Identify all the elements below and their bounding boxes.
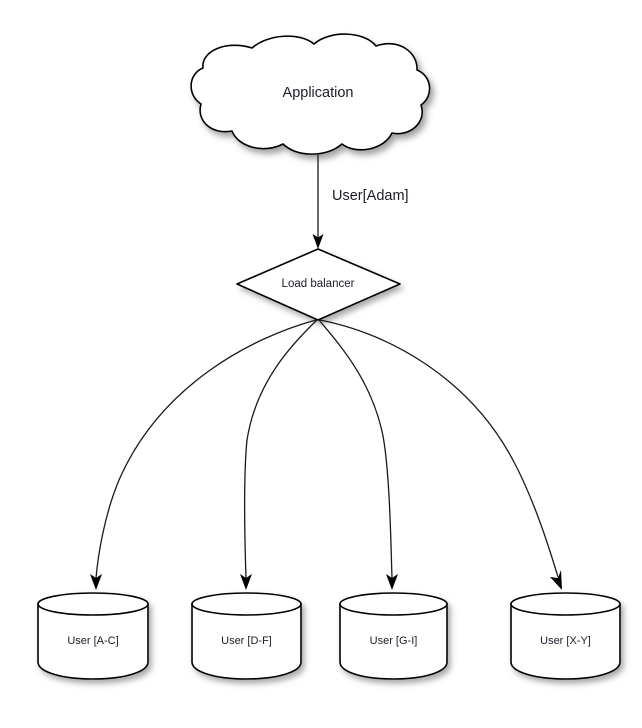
edge-application-to-load-balancer: User[Adam] xyxy=(312,155,409,249)
arrowhead-icon xyxy=(386,574,398,590)
edge-load-balancer-to-db-2 xyxy=(240,319,318,590)
arrowhead-icon xyxy=(550,570,562,590)
arrowhead-icon xyxy=(240,574,252,590)
node-application[interactable]: Application xyxy=(190,33,431,155)
edge-load-balancer-to-db-1 xyxy=(90,319,317,590)
database-2-label: User [D-F] xyxy=(221,635,272,647)
edge-load-balancer-to-db-3 xyxy=(318,319,398,590)
edge-load-balancer-to-db-4 xyxy=(319,319,562,590)
node-database-4[interactable]: User [X-Y] xyxy=(510,592,621,680)
node-database-1[interactable]: User [A-C] xyxy=(37,592,149,680)
application-label: Application xyxy=(283,85,354,101)
database-4-label: User [X-Y] xyxy=(540,635,591,647)
arrowhead-icon xyxy=(90,574,102,590)
node-database-3[interactable]: User [G-I] xyxy=(339,592,448,680)
database-1-label: User [A-C] xyxy=(67,635,118,647)
arrowhead-icon xyxy=(312,234,324,249)
load-balancer-label: Load balancer xyxy=(282,278,355,290)
database-3-label: User [G-I] xyxy=(370,635,418,647)
node-load-balancer[interactable]: Load balancer xyxy=(236,248,401,321)
edge-label-user-adam: User[Adam] xyxy=(332,188,409,204)
node-database-2[interactable]: User [D-F] xyxy=(191,592,302,680)
